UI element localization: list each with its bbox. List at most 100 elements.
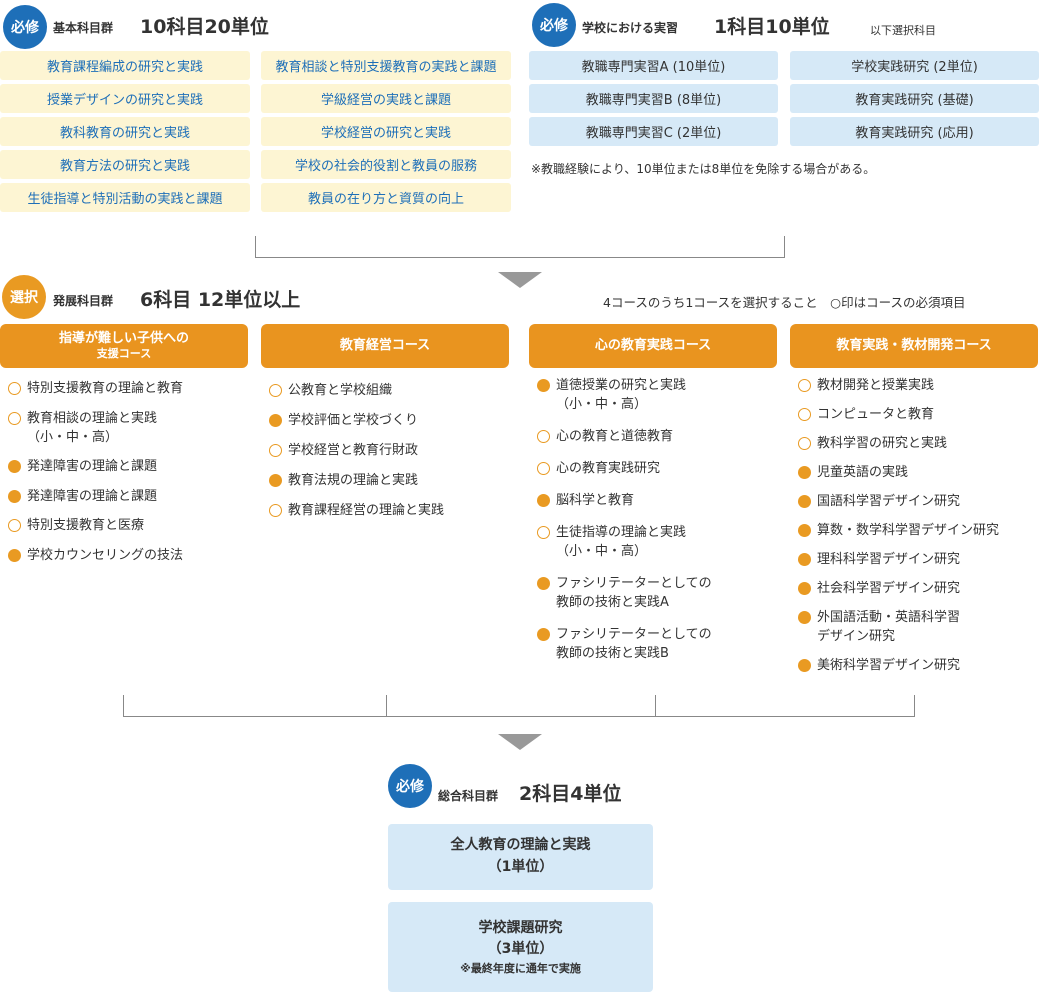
arrow-down-1 (498, 272, 542, 288)
course-item-list: 公教育と学校組織学校評価と学校づくり学校経営と教育行財政教育法規の理論と実践教育… (269, 381, 444, 531)
course-header: 指導が難しい子供への支援コース (0, 324, 248, 368)
course-item: ファシリテーターとしての教師の技術と実践A (537, 574, 712, 612)
integrated-box-1-title: 全人教育の理論と実践 (450, 837, 591, 854)
connector-top-left (255, 236, 256, 258)
elective-group-title: 6科目 12単位以上 (140, 289, 301, 311)
required-mark-icon (269, 384, 282, 397)
required-mark-icon (269, 504, 282, 517)
basic-subject-item: 学校の社会的役割と教員の服務 (261, 150, 511, 179)
connector-bottom-1 (123, 695, 124, 717)
integrated-box-2-title: 学校課題研究 (478, 919, 563, 936)
course-item-label: 学校評価と学校づくり (288, 413, 419, 428)
practice-group-title: 1科目10単位 (714, 16, 830, 38)
course-item: 教育法規の理論と実践 (269, 471, 444, 490)
connector-bottom-horizontal (123, 716, 915, 717)
integrated-badge: 必修 (388, 764, 432, 808)
course-item-label: ファシリテーターとしての (556, 576, 712, 591)
basic-subject-item: 学校経営の研究と実践 (261, 117, 511, 146)
course-item: 教材開発と授業実践 (798, 376, 999, 395)
connector-bottom-3 (655, 695, 656, 717)
course-item-list: 特別支援教育の理論と教育教育相談の理論と実践（小・中・高）発達障害の理論と課題発… (8, 379, 183, 575)
integrated-group-label: 総合科目群 (438, 789, 499, 803)
required-mark-icon (8, 411, 21, 425)
optional-mark-icon (537, 494, 550, 507)
practice-subject-item: 教職専門実習A (10単位) (529, 51, 778, 80)
basic-subject-item: 授業デザインの研究と実践 (0, 84, 250, 113)
course-title: 教育経営コース (339, 337, 431, 353)
practice-subject-item: 教職専門実習C (2単位) (529, 117, 778, 146)
optional-mark-icon (8, 489, 21, 503)
course-item-label: 社会科学習デザイン研究 (817, 581, 961, 596)
optional-mark-icon (8, 548, 21, 562)
basic-subject-item: 教員の在り方と資質の向上 (261, 183, 511, 212)
course-item-label-line2: デザイン研究 (817, 629, 896, 644)
basic-subject-item: 教育相談と特別支援教育の実践と課題 (261, 51, 511, 80)
elective-badge: 選択 (2, 275, 46, 319)
course-item-label: 心の教育と道徳教育 (556, 429, 674, 444)
course-item: 心の教育と道徳教育 (537, 427, 712, 446)
course-header: 教育経営コース (261, 324, 509, 368)
course-item-label: 脳科学と教育 (556, 493, 635, 508)
integrated-box-2-note: ※最終年度に通年で実施 (460, 961, 581, 975)
connector-top-horizontal (255, 257, 785, 258)
arrow-down-2 (498, 734, 542, 750)
course-item-label: 教材開発と授業実践 (817, 378, 935, 393)
course-item: 脳科学と教育 (537, 491, 712, 510)
optional-mark-icon (537, 379, 550, 392)
course-item: 教育課程経営の理論と実践 (269, 501, 444, 520)
elective-group-label: 発展科目群 (53, 294, 114, 308)
course-item-label: 生徒指導の理論と実践 (556, 525, 687, 540)
course-item-label: 児童英語の実践 (817, 465, 909, 480)
practice-subject-item: 教職専門実習B (8単位) (529, 84, 778, 113)
course-item-label: 外国語活動・英語科学習 (817, 610, 961, 625)
course-item-label: コンピュータと教育 (817, 407, 935, 422)
optional-mark-icon (798, 582, 811, 595)
course-item-label-line2: 教師の技術と実践B (556, 646, 669, 661)
course-item: 公教育と学校組織 (269, 381, 444, 400)
required-badge-basic: 必修 (3, 5, 47, 49)
course-header: 教育実践・教材開発コース (790, 324, 1038, 368)
course-item: 特別支援教育の理論と教育 (8, 379, 183, 398)
course-item-label: ファシリテーターとしての (556, 627, 712, 642)
optional-mark-icon (537, 577, 550, 590)
practice-footnote: ※教職経験により、10単位または8単位を免除する場合がある。 (531, 162, 876, 176)
connector-bottom-4 (914, 695, 915, 717)
practice-subject-item: 学校実践研究 (2単位) (790, 51, 1039, 80)
basic-subject-item: 教育方法の研究と実践 (0, 150, 250, 179)
required-mark-icon (8, 519, 21, 532)
integrated-box-1-units: （1単位） (487, 859, 554, 875)
course-item-label: 算数・数学科学習デザイン研究 (817, 523, 1000, 538)
optional-mark-icon (798, 611, 811, 624)
course-item: 国語科学習デザイン研究 (798, 492, 999, 511)
course-header: 心の教育実践コース (529, 324, 777, 368)
course-item-label: 心の教育実践研究 (556, 461, 661, 476)
course-item-label: 美術科学習デザイン研究 (817, 658, 961, 673)
course-item-label: 公教育と学校組織 (288, 383, 393, 398)
course-item-label: 発達障害の理論と課題 (27, 488, 158, 504)
course-item-label-line2: 教師の技術と実践A (556, 595, 669, 610)
course-item: 特別支援教育と医療 (8, 516, 183, 535)
connector-top-right (784, 236, 785, 258)
course-title: 指導が難しい子供への (58, 331, 189, 346)
course-item: 発達障害の理論と課題 (8, 487, 183, 506)
required-mark-icon (537, 526, 550, 539)
select-note: 以下選択科目 (870, 24, 936, 37)
optional-mark-icon (798, 495, 811, 508)
integrated-box-2-units: （3単位） (487, 941, 554, 958)
integrated-box-1: 全人教育の理論と実践 （1単位） (388, 824, 653, 890)
course-item: 社会科学習デザイン研究 (798, 579, 999, 598)
course-item-label-line2: （小・中・高） (27, 429, 119, 445)
course-item: 学校カウンセリングの技法 (8, 546, 183, 565)
required-badge-practice: 必修 (532, 3, 576, 47)
required-mark-icon (537, 462, 550, 475)
course-item-label: 学校経営と教育行財政 (288, 443, 419, 458)
course-item: 発達障害の理論と課題 (8, 457, 183, 476)
course-item-list: 教材開発と授業実践コンピュータと教育教科学習の研究と実践児童英語の実践国語科学習… (798, 376, 999, 685)
course-item-label: 道徳授業の研究と実践 (556, 378, 687, 393)
course-item: 理科科学習デザイン研究 (798, 550, 999, 569)
elective-note: 4コースのうち1コースを選択すること ○印はコースの必須項目 (603, 295, 966, 310)
course-item-label: 特別支援教育の理論と教育 (27, 381, 184, 396)
required-mark-icon (798, 437, 811, 450)
integrated-group-title: 2科目4単位 (519, 783, 622, 805)
course-item-label: 国語科学習デザイン研究 (817, 494, 961, 509)
